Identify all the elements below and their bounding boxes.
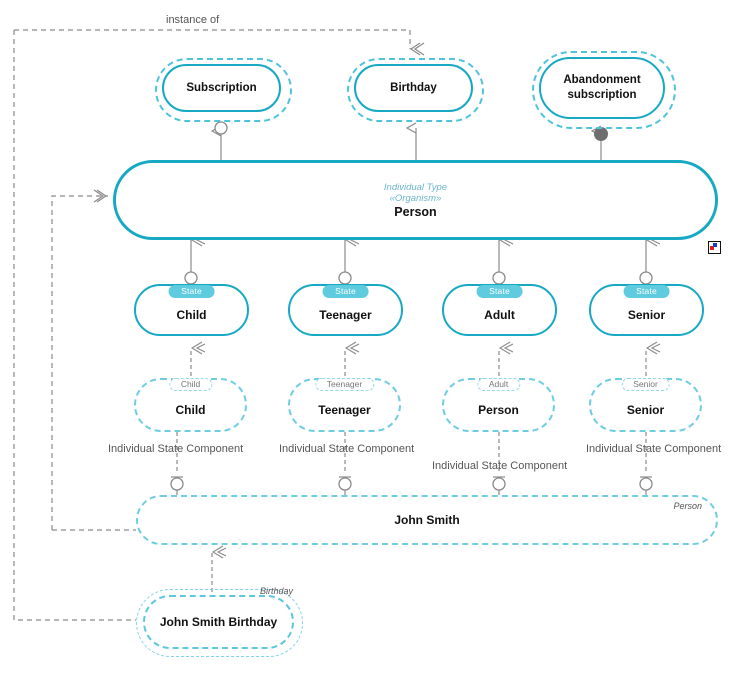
subscription-label: Subscription	[186, 82, 257, 94]
individual-state-badge: Teenager	[314, 378, 375, 391]
node-state-adult[interactable]: State Adult	[442, 284, 557, 336]
individual-state-badge: Adult	[476, 378, 521, 391]
state-label: Senior	[627, 307, 666, 322]
abandonment-label: Abandonment subscription	[563, 74, 641, 101]
birthday-label: Birthday	[390, 82, 437, 94]
individual-state-label: Person	[478, 402, 519, 417]
node-state-teenager[interactable]: State Teenager	[288, 284, 403, 336]
state-badge: State	[623, 285, 670, 298]
person-meta-stereotype: «Organism»	[389, 192, 442, 204]
state-badge: State	[476, 285, 523, 298]
node-state-senior[interactable]: State Senior	[589, 284, 704, 336]
individual-state-label: Teenager	[318, 402, 371, 417]
edge-label-individual-state-component-1: Individual State Component	[108, 443, 244, 455]
subscription-outer-ring	[155, 58, 292, 122]
state-label: Teenager	[319, 307, 372, 322]
node-subscription[interactable]: Subscription	[162, 64, 281, 112]
state-label: Adult	[484, 307, 515, 322]
node-abandonment-subscription[interactable]: Abandonment subscription	[539, 57, 665, 119]
john-smith-label: John Smith	[394, 513, 460, 527]
resize-handle-icon[interactable]	[708, 241, 721, 254]
john-smith-type-label: Person	[673, 501, 702, 511]
edge-label-individual-state-component-3: Individual State Component	[432, 460, 568, 472]
state-badge: State	[322, 285, 369, 298]
state-label: Child	[176, 307, 207, 322]
node-state-child[interactable]: State Child	[134, 284, 249, 336]
individual-state-badge: Child	[168, 378, 213, 391]
edge-label-individual-state-component-4: Individual State Component	[586, 443, 722, 455]
birthday-outer-ring	[347, 58, 484, 122]
state-badge: State	[168, 285, 215, 298]
node-individual-state-child[interactable]: Child Child	[134, 378, 247, 432]
person-meta-individual-type: Individual Type	[383, 181, 448, 193]
node-individual-john-smith-birthday[interactable]: John Smith Birthday	[143, 595, 294, 649]
instance-of-label: instance of	[166, 14, 220, 26]
person-name: Person	[394, 204, 437, 219]
node-individual-state-adult[interactable]: Adult Person	[442, 378, 555, 432]
john-smith-birthday-outer-ring	[136, 589, 303, 657]
node-birthday[interactable]: Birthday	[354, 64, 473, 112]
john-smith-birthday-label: John Smith Birthday	[159, 615, 278, 629]
individual-state-label: Child	[175, 402, 206, 417]
individual-state-label: Senior	[626, 402, 665, 417]
node-individual-john-smith[interactable]: John Smith Person	[136, 495, 718, 545]
edge-label-individual-state-component-2: Individual State Component	[279, 443, 415, 455]
individual-state-badge: Senior	[621, 378, 670, 391]
node-individual-state-senior[interactable]: Senior Senior	[589, 378, 702, 432]
abandonment-outer-ring	[532, 51, 676, 129]
john-smith-birthday-type-label: Birthday	[260, 586, 294, 596]
node-individual-state-teenager[interactable]: Teenager Teenager	[288, 378, 401, 432]
node-person-type[interactable]: Individual Type «Organism» Person	[113, 160, 718, 240]
